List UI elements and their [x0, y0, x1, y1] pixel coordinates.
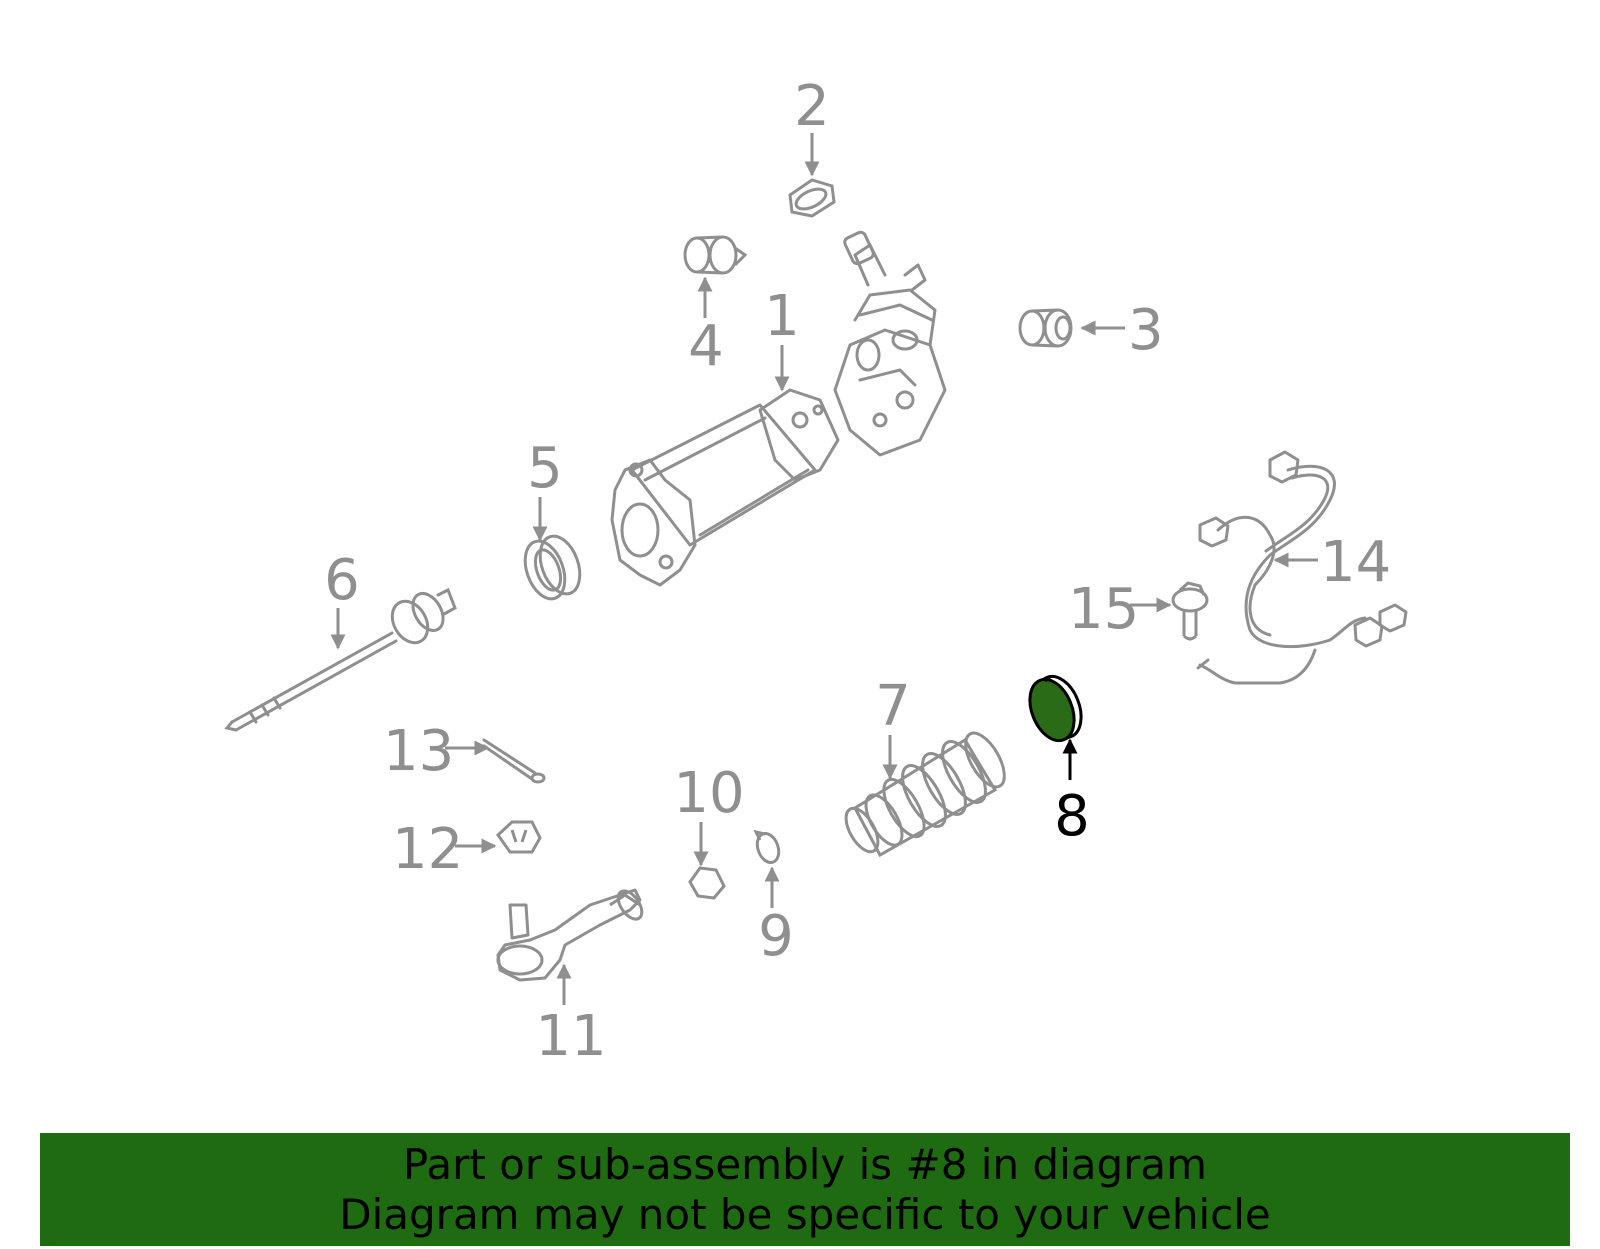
- callout-8: 8: [1054, 738, 1090, 849]
- info-banner: Part or sub-assembly is #8 in diagram Di…: [40, 1133, 1570, 1246]
- callout-14-label: 14: [1320, 530, 1391, 595]
- callout-2-label: 2: [794, 74, 830, 139]
- callout-12-label: 12: [392, 817, 463, 882]
- part-15-bolt: [1171, 581, 1209, 641]
- callout-12: 12: [392, 817, 497, 882]
- part-11-tie-rod-end: [496, 888, 644, 982]
- part-7-boot: [844, 731, 1006, 858]
- callout-9: 9: [758, 866, 794, 969]
- callout-5: 5: [527, 436, 563, 542]
- part-4-bushing: [683, 235, 748, 275]
- callout-14: 14: [1273, 530, 1391, 595]
- callout-13-label: 13: [383, 719, 454, 784]
- callout-11: 11: [535, 963, 607, 1069]
- part-9-clamp: [753, 829, 781, 865]
- callout-10: 10: [673, 761, 745, 867]
- callout-1: 1: [764, 284, 800, 392]
- callout-11-label: 11: [535, 1004, 606, 1069]
- callout-9-label: 9: [758, 904, 794, 969]
- part-14-wiring-harness: [1196, 450, 1408, 685]
- callout-3: 3: [1080, 298, 1164, 363]
- callout-15-label: 15: [1068, 577, 1139, 642]
- callout-2: 2: [794, 74, 830, 177]
- callout-6: 6: [324, 548, 360, 650]
- part-8-highlighted: [1028, 674, 1083, 743]
- part-6-inner-tie-rod: [224, 587, 457, 732]
- banner-line-1: Part or sub-assembly is #8 in diagram: [402, 1139, 1208, 1189]
- callout-8-label: 8: [1054, 784, 1090, 849]
- callout-4-label: 4: [688, 314, 724, 379]
- callout-15: 15: [1068, 577, 1172, 642]
- part-3-bushing: [1018, 308, 1073, 348]
- part-1-steering-gear: [610, 230, 947, 587]
- callout-13: 13: [383, 719, 490, 784]
- part-5-seal: [523, 534, 582, 601]
- callout-10-label: 10: [673, 761, 744, 826]
- part-13-cotter-pin: [482, 738, 546, 784]
- part-12-castle-nut: [496, 820, 542, 854]
- callout-4: 4: [688, 276, 724, 379]
- callout-1-label: 1: [764, 284, 800, 349]
- callout-5-label: 5: [527, 436, 563, 501]
- callout-3-label: 3: [1128, 298, 1164, 363]
- callout-7-label: 7: [875, 674, 911, 739]
- banner-line-2: Diagram may not be specific to your vehi…: [339, 1189, 1271, 1239]
- callout-6-label: 6: [324, 548, 360, 613]
- callout-7: 7: [875, 674, 911, 780]
- part-2-nut: [788, 178, 836, 218]
- part-10-nut: [688, 866, 726, 900]
